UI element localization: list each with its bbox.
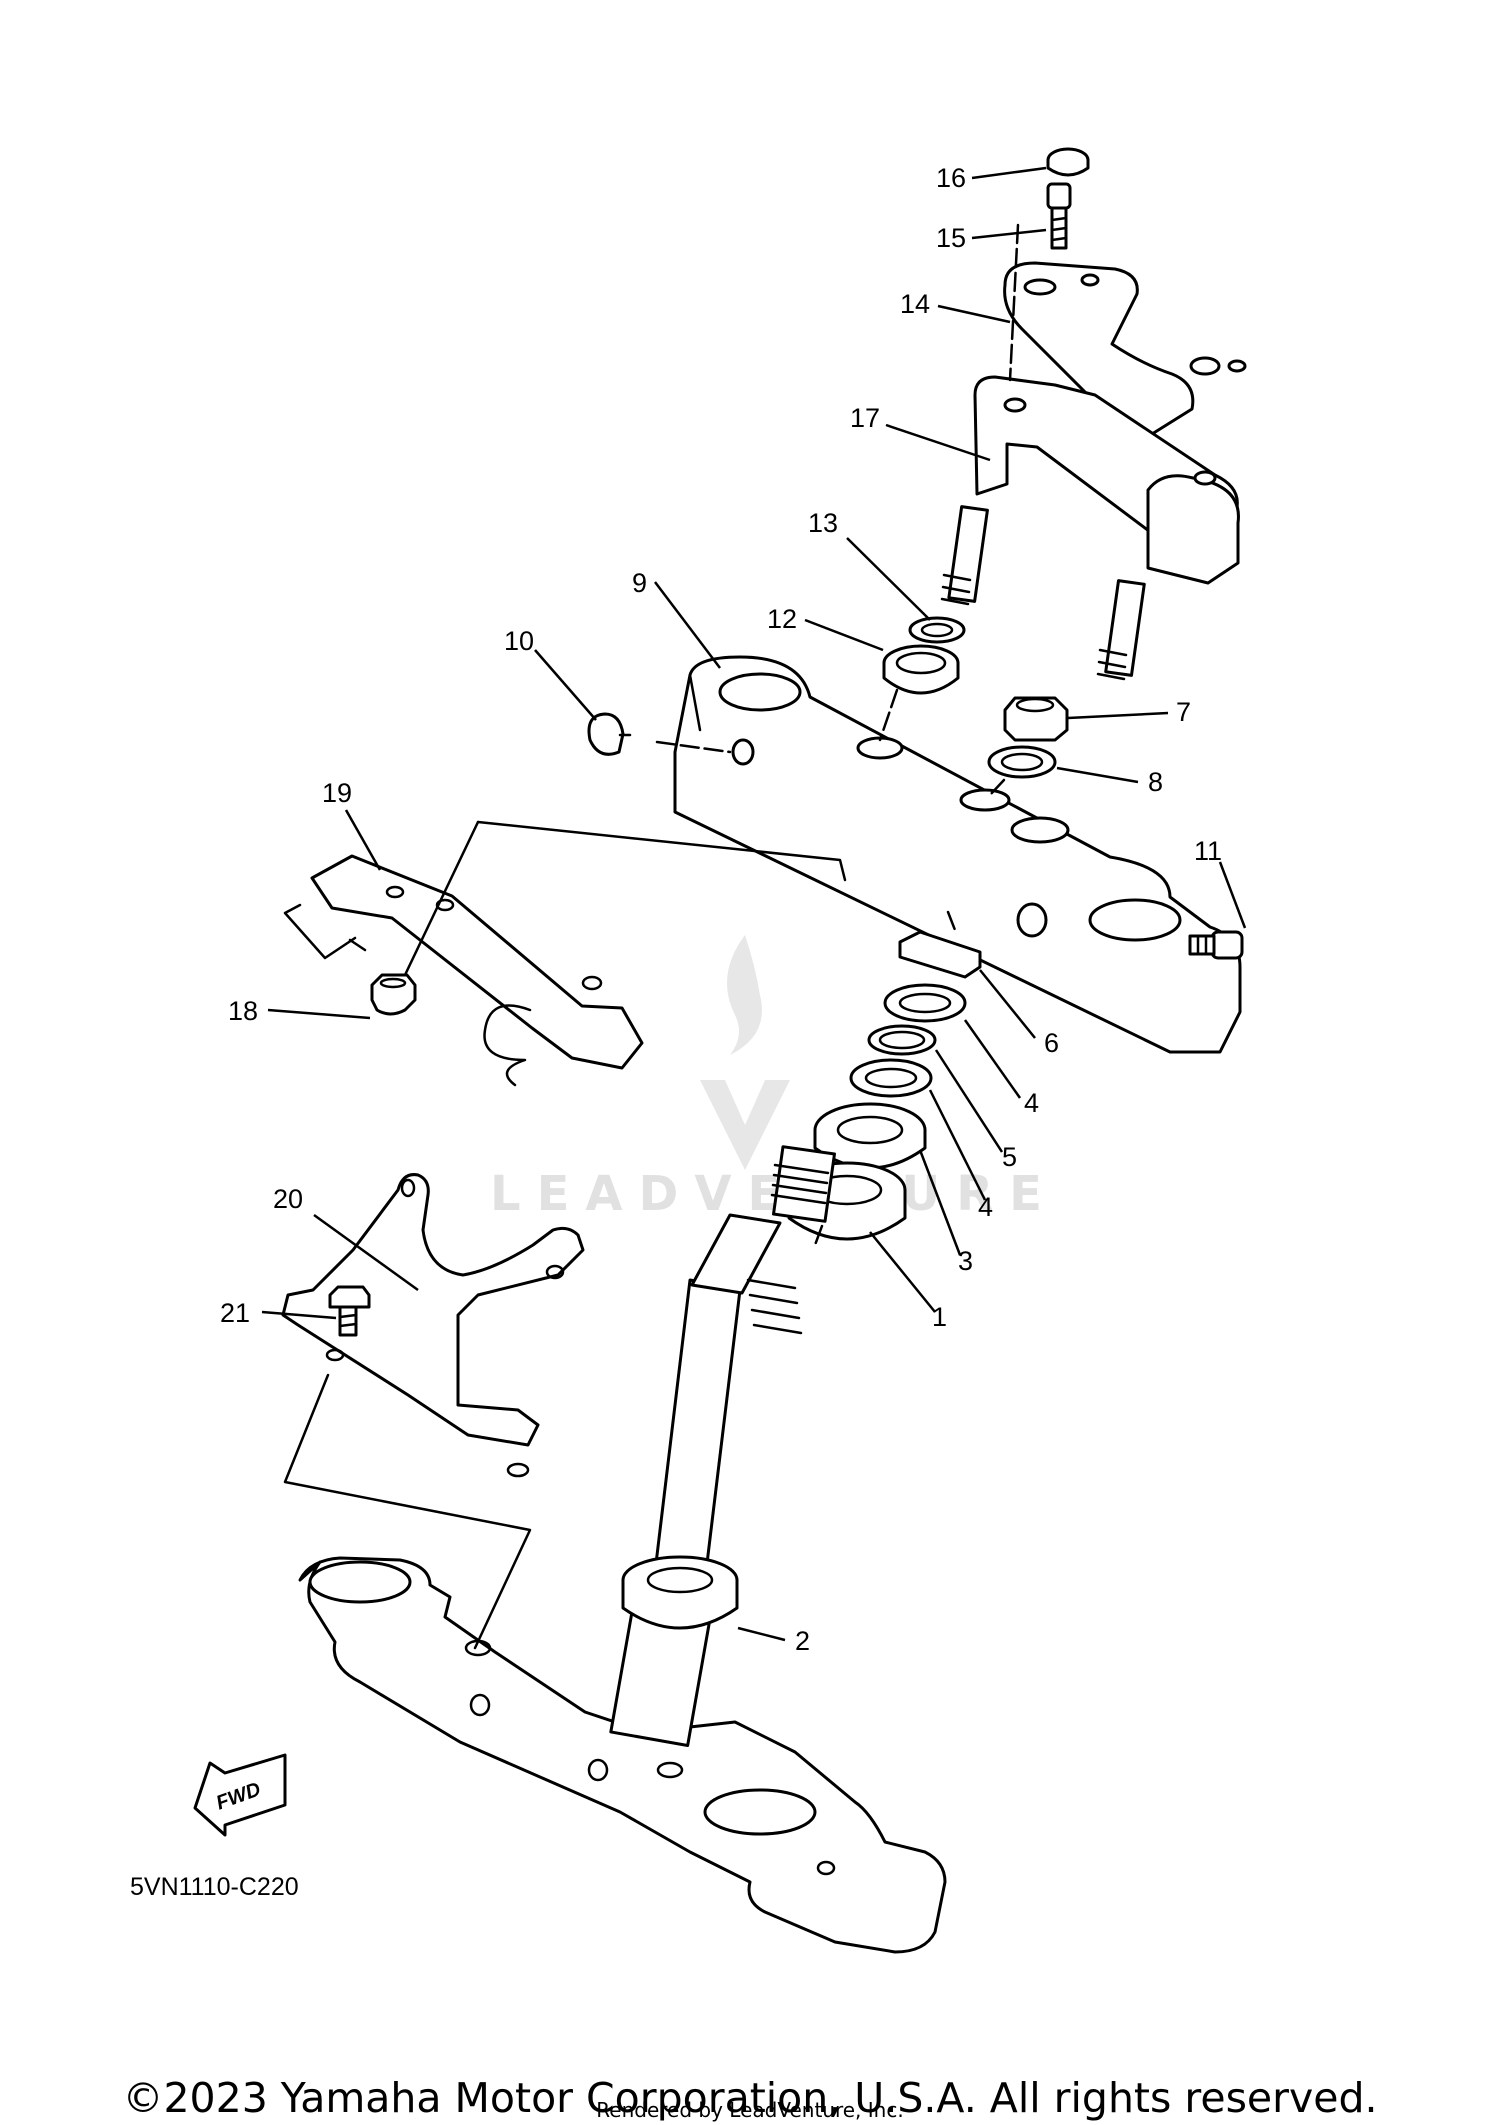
part-18-nut [370,973,417,1016]
part-6-spacer [898,930,982,979]
callout-6: 6 [1044,1028,1059,1058]
part-13-washer [908,616,966,644]
part-10-cap [587,712,632,756]
fwd-arrow-icon: FWD [193,1753,287,1837]
watermark-text: LEADVENTURE [490,1166,1058,1222]
callout-8: 8 [1148,767,1163,797]
callout-11: 11 [1194,836,1222,866]
rendered-by-notice: Rendered by LeadVenture, Inc. [596,2098,904,2122]
part-15-bolt [1046,182,1072,250]
part-8-washer [987,745,1057,779]
callout-3: 3 [958,1246,973,1276]
callout-21: 21 [220,1298,250,1328]
part-21-bolt [328,1285,371,1337]
callout-19: 19 [322,778,352,808]
callout-16: 16 [936,163,966,193]
part-16-cap [1046,147,1090,177]
callout-5: 5 [1002,1142,1017,1172]
part-2-under-bracket [298,1145,947,1954]
watermark: LEADVENTURE [490,935,1058,1222]
part-12-seal [882,644,960,695]
part-17-lower-holder [940,375,1240,681]
callout-labels: 16 15 14 17 13 12 9 10 7 8 11 6 4 5 4 3 … [220,163,1222,1656]
part-11-bolt [1188,930,1244,960]
assembly-lines [283,223,1020,1650]
callout-7: 7 [1176,697,1191,727]
part-20-stay [281,1173,585,1478]
copyright-notice: ©2023 Yamaha Motor Corporation, U.S.A. A… [122,2074,1378,2122]
part-5-lock-washer [867,1024,937,1056]
callout-4-lower: 4 [978,1192,993,1222]
leader-lines [261,166,1247,1642]
callout-1: 1 [932,1302,947,1332]
callout-4-upper: 4 [1024,1088,1039,1118]
part-4-ring-nut-lower [849,1058,933,1098]
part-19-bracket [283,854,644,1087]
callout-15: 15 [936,223,966,253]
callout-12: 12 [767,604,797,634]
diagram-code: 5VN1110-C220 [130,1873,299,1901]
part-4-ring-nut [883,983,967,1023]
callout-10: 10 [504,626,534,656]
callout-14: 14 [900,289,930,319]
part-7-nut [1003,696,1069,742]
callout-20: 20 [273,1184,303,1214]
callout-13: 13 [808,508,838,538]
callout-17: 17 [850,403,880,433]
callout-9: 9 [632,568,647,598]
callout-2: 2 [795,1626,810,1656]
callout-18: 18 [228,996,258,1026]
